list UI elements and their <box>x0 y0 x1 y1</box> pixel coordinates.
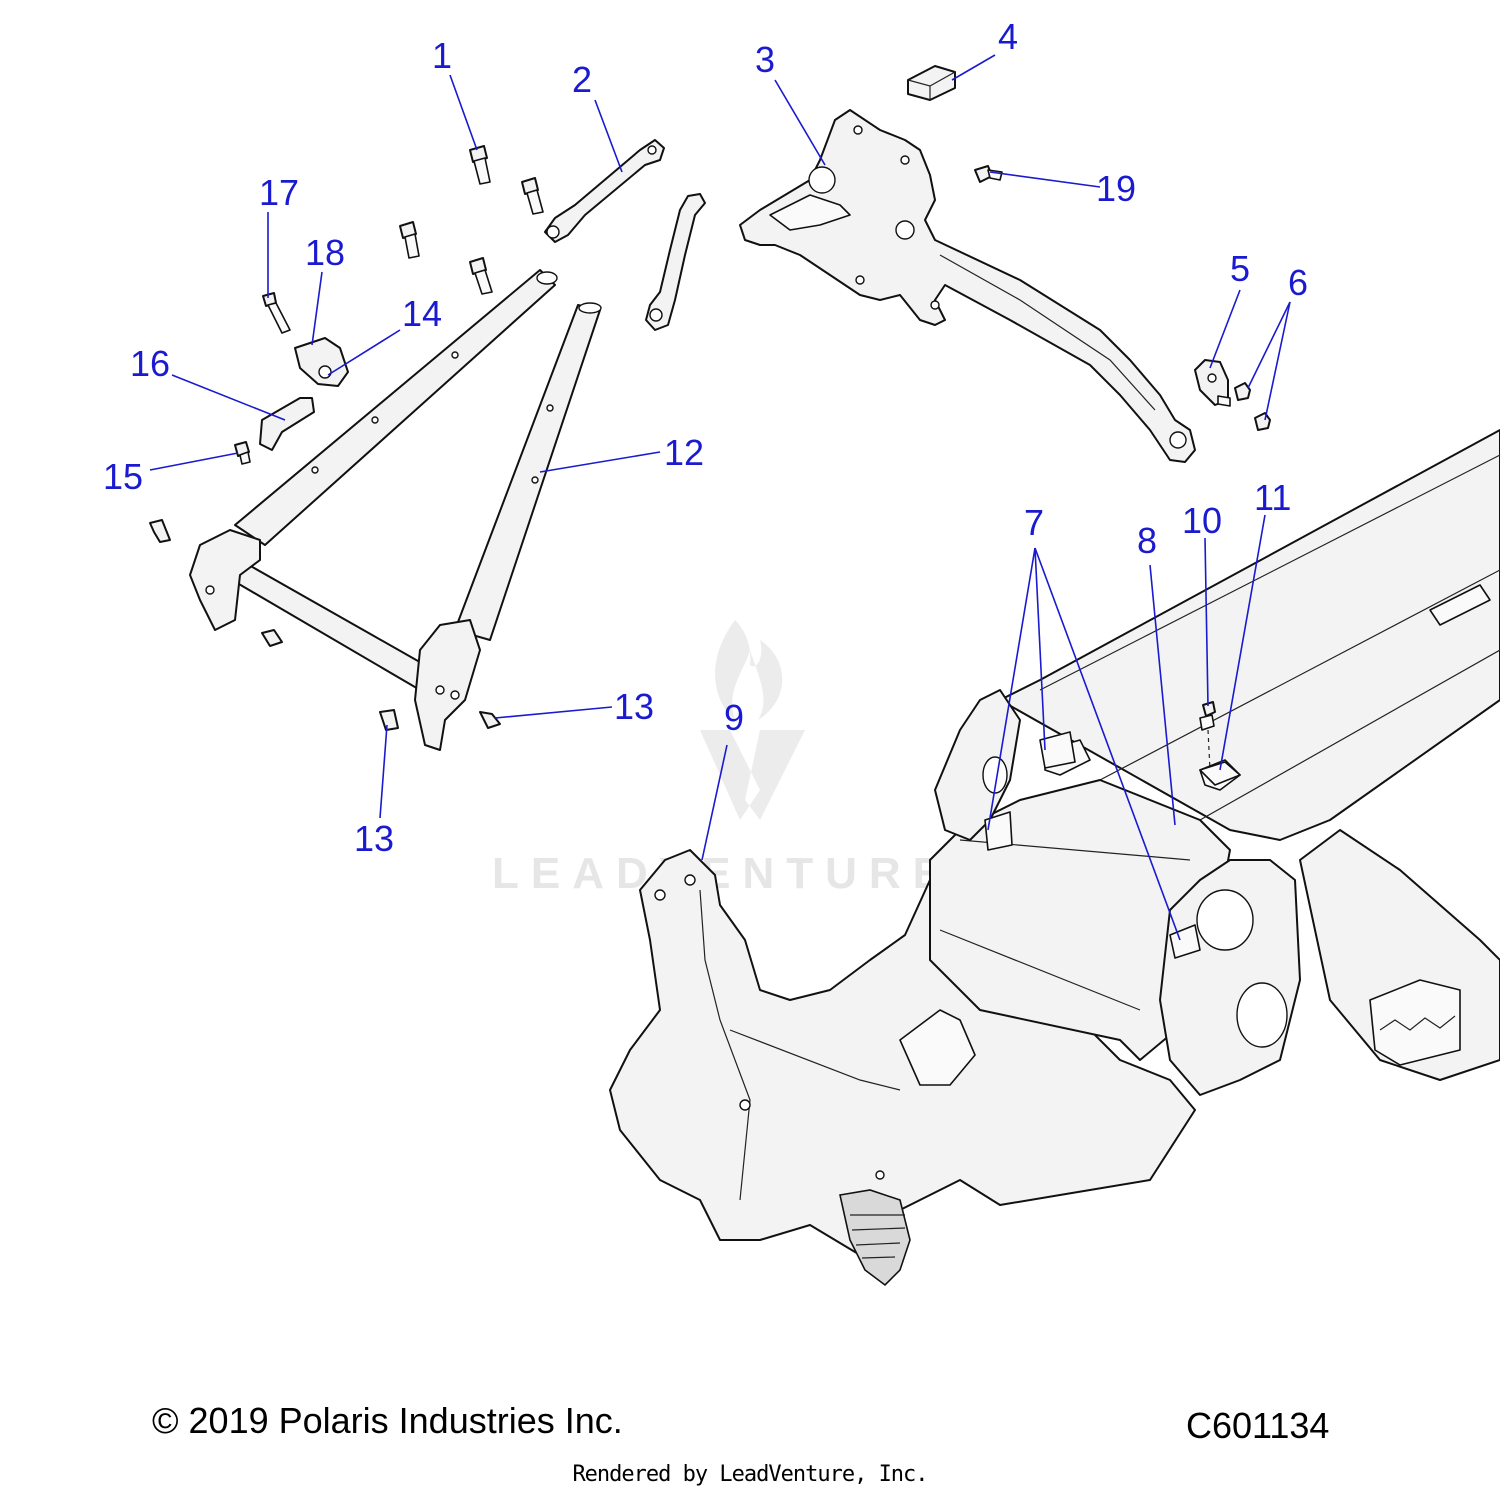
leadventure-watermark: LEADVENTURE <box>492 620 954 898</box>
callout-6: 6 <box>1288 262 1308 303</box>
callout-19: 19 <box>1096 168 1136 209</box>
part-clip-11 <box>1199 761 1241 786</box>
drawing-code: C601134 <box>1186 1405 1330 1446</box>
callout-18: 18 <box>305 232 345 273</box>
part-decals-7 <box>984 731 1201 959</box>
callout-1: 1 <box>432 35 452 76</box>
part-nuts-6 <box>1234 382 1271 431</box>
callout-12: 12 <box>664 432 704 473</box>
part-steering-post-3 <box>739 109 1196 463</box>
part-link-rod-2 <box>544 139 665 243</box>
part-block-4 <box>907 65 956 101</box>
callout-13-a: 13 <box>614 686 654 727</box>
part-bolt-a <box>521 177 544 215</box>
part-bolt-b <box>399 221 420 259</box>
callout-17: 17 <box>259 172 299 213</box>
callout-14: 14 <box>402 293 442 334</box>
copyright-notice: © 2019 Polaris Industries Inc. <box>152 1400 623 1441</box>
part-link-rod <box>645 193 706 331</box>
callout-16: 16 <box>130 343 170 384</box>
callout-2: 2 <box>572 59 592 100</box>
callout-4: 4 <box>998 16 1018 57</box>
part-bolts-13 <box>149 519 501 731</box>
part-chassis-body-8 <box>929 429 1500 1096</box>
part-bolt-19 <box>974 165 1003 183</box>
part-bracket-16 <box>259 397 315 451</box>
callout-9: 9 <box>724 697 744 738</box>
part-bolt-1 <box>469 145 491 185</box>
part-frame-12 <box>189 269 602 751</box>
watermark-text: LEADVENTURE <box>492 849 954 898</box>
rendered-by-credit: Rendered by LeadVenture, Inc. <box>572 1462 928 1487</box>
part-screw-10 <box>1199 701 1216 771</box>
part-bolt-17 <box>262 292 291 334</box>
leader-lines <box>149 54 1291 941</box>
part-front-chassis-9 <box>609 849 1196 1287</box>
part-screw-15 <box>234 441 251 465</box>
callout-8: 8 <box>1137 520 1157 561</box>
callout-7: 7 <box>1024 502 1044 543</box>
callout-13-b: 13 <box>354 818 394 859</box>
callout-3: 3 <box>755 39 775 80</box>
part-bolt-c <box>469 257 493 295</box>
callout-15: 15 <box>103 456 143 497</box>
callout-11: 11 <box>1254 477 1291 518</box>
callout-labels: 1 2 3 4 5 6 7 8 9 10 11 12 13 13 14 15 1… <box>103 16 1308 859</box>
part-bracket-5 <box>1194 359 1231 407</box>
callout-10: 10 <box>1182 500 1222 541</box>
part-clamp-18 <box>294 337 349 387</box>
callout-5: 5 <box>1230 248 1250 289</box>
